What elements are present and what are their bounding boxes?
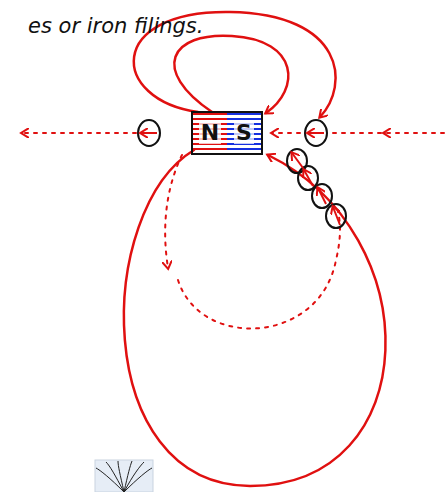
- dotted-field-line: [165, 155, 182, 268]
- needle-arrow: [318, 188, 326, 204]
- dotted-field-line: [384, 132, 385, 134]
- field-line: [174, 36, 288, 113]
- needle-arrow: [308, 132, 324, 134]
- field-line: [124, 150, 386, 486]
- filings-thumbnail: [95, 460, 153, 492]
- pole-letter: N: [199, 122, 221, 144]
- magnet-pole: S: [227, 113, 261, 153]
- needle-arrow: [304, 170, 313, 186]
- dotted-field-line: [22, 132, 136, 134]
- pole-letter: S: [234, 122, 254, 144]
- needle-arrow: [141, 132, 157, 134]
- magnet-pole: N: [193, 113, 227, 153]
- dotted-field-line: [272, 132, 300, 134]
- dotted-field-line: [178, 212, 340, 329]
- dotted-field-line: [330, 132, 444, 134]
- compass-needles: [138, 120, 346, 228]
- needle-arrow: [292, 153, 303, 168]
- needle-arrow: [333, 207, 340, 225]
- note-text: es or iron filings.: [28, 14, 204, 38]
- magnet-outline: [192, 112, 262, 154]
